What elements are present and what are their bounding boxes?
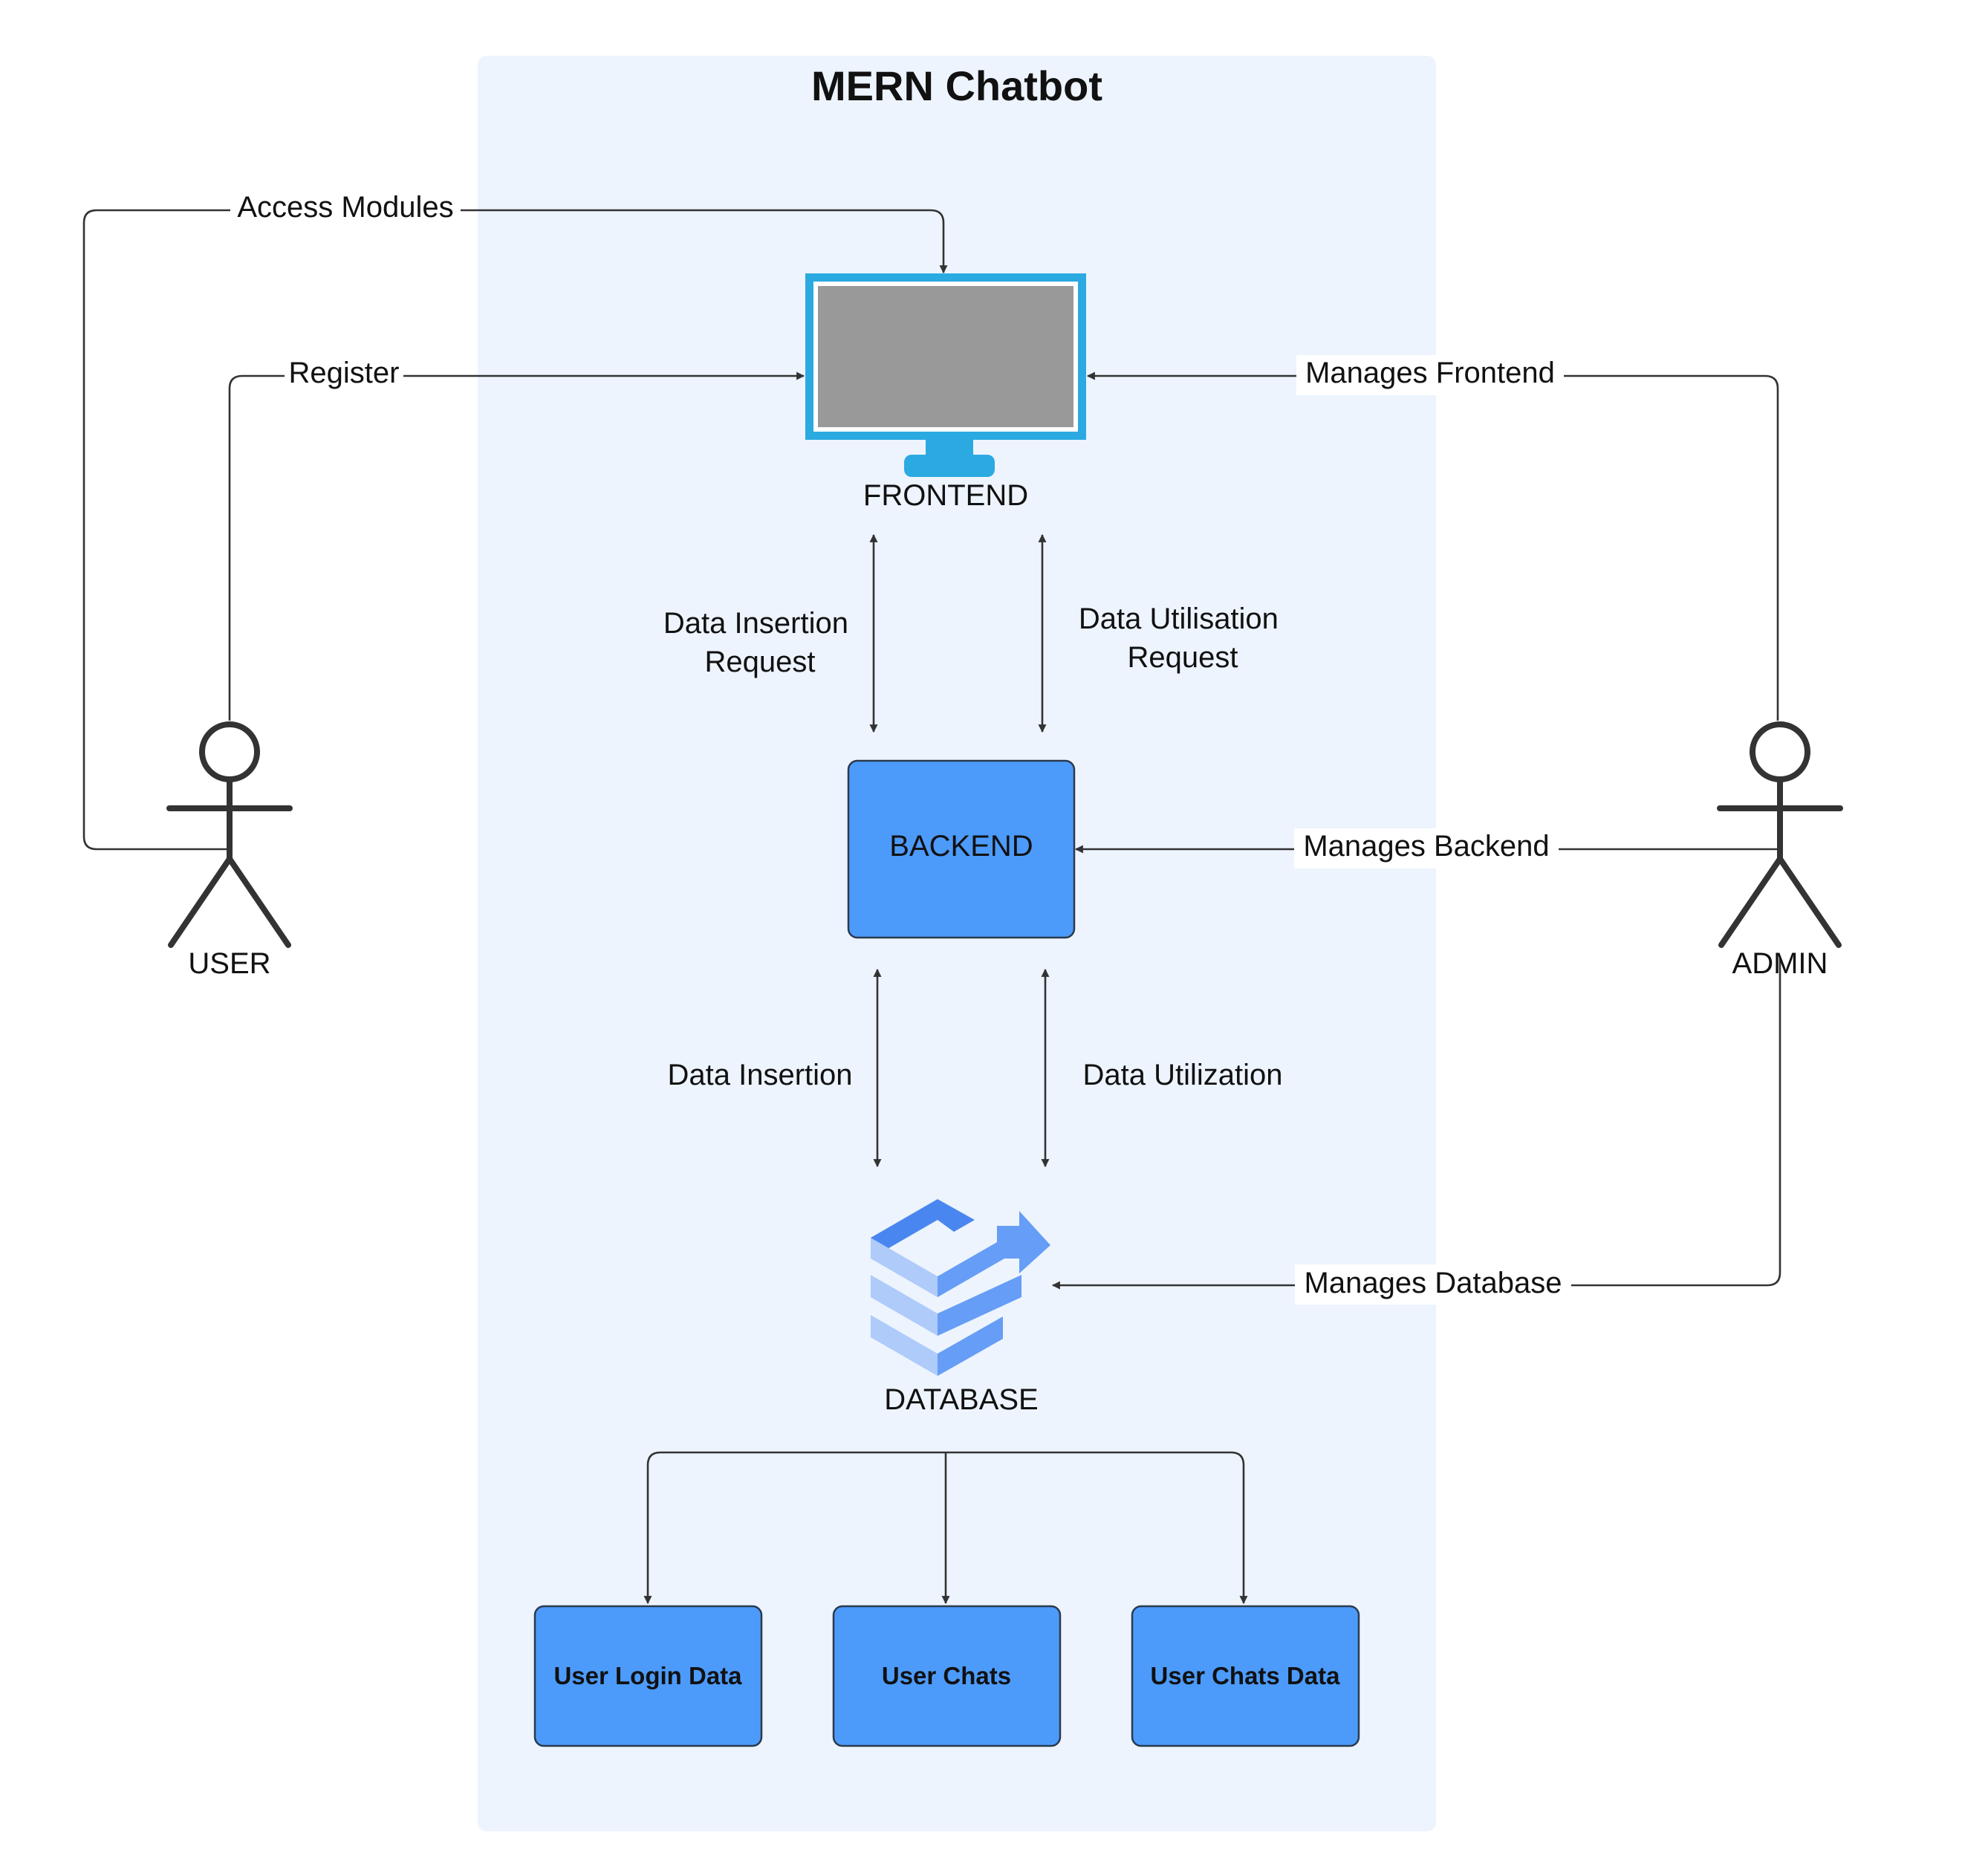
edge-label-data-utilization: Data Utilization [1082, 1059, 1282, 1091]
edge-label-register: Register [289, 357, 400, 389]
edge-to-user-chats-data [946, 1451, 1248, 1605]
user-chats-data-node [1131, 1605, 1360, 1747]
edge-manages-database [1051, 958, 1781, 1290]
user-chats-data-label: User Chats Data [1151, 1662, 1341, 1689]
database-label: DATABASE [884, 1383, 1038, 1416]
edge-to-user-login-data [643, 1451, 946, 1605]
monitor-icon [805, 273, 1086, 477]
user-chats-node [832, 1605, 1062, 1747]
frontend-label: FRONTEND [863, 479, 1028, 512]
edge-label-data-insertion-request: Data Insertion Request [663, 607, 857, 678]
edge-manages-frontend [1086, 371, 1779, 721]
edge-label-manages-backend: Manages Backend [1303, 830, 1549, 863]
user-login-data-node [533, 1605, 763, 1747]
edge-label-data-insertion: Data Insertion [667, 1059, 852, 1091]
user-chats-label: User Chats [882, 1662, 1011, 1689]
backend-node [847, 759, 1076, 939]
user-stick-figure-icon [166, 721, 293, 948]
edge-label-manages-database: Manages Database [1305, 1267, 1562, 1299]
diagram-title: MERN Chatbot [811, 62, 1102, 109]
database-icon [871, 1199, 1050, 1376]
edge-label-access-modules: Access Modules [237, 191, 453, 224]
edge-register [228, 371, 805, 721]
edge-access-modules [82, 209, 948, 851]
edge-label-data-utilisation-request: Data Utilisation Request [1079, 603, 1287, 674]
system-container [478, 56, 1436, 1831]
admin-label: ADMIN [1732, 947, 1828, 980]
backend-label: BACKEND [889, 830, 1033, 863]
admin-stick-figure-icon [1717, 721, 1843, 948]
user-label: USER [188, 947, 270, 980]
edge-label-manages-frontend: Manages Frontend [1305, 357, 1555, 389]
user-login-data-label: User Login Data [553, 1662, 742, 1689]
